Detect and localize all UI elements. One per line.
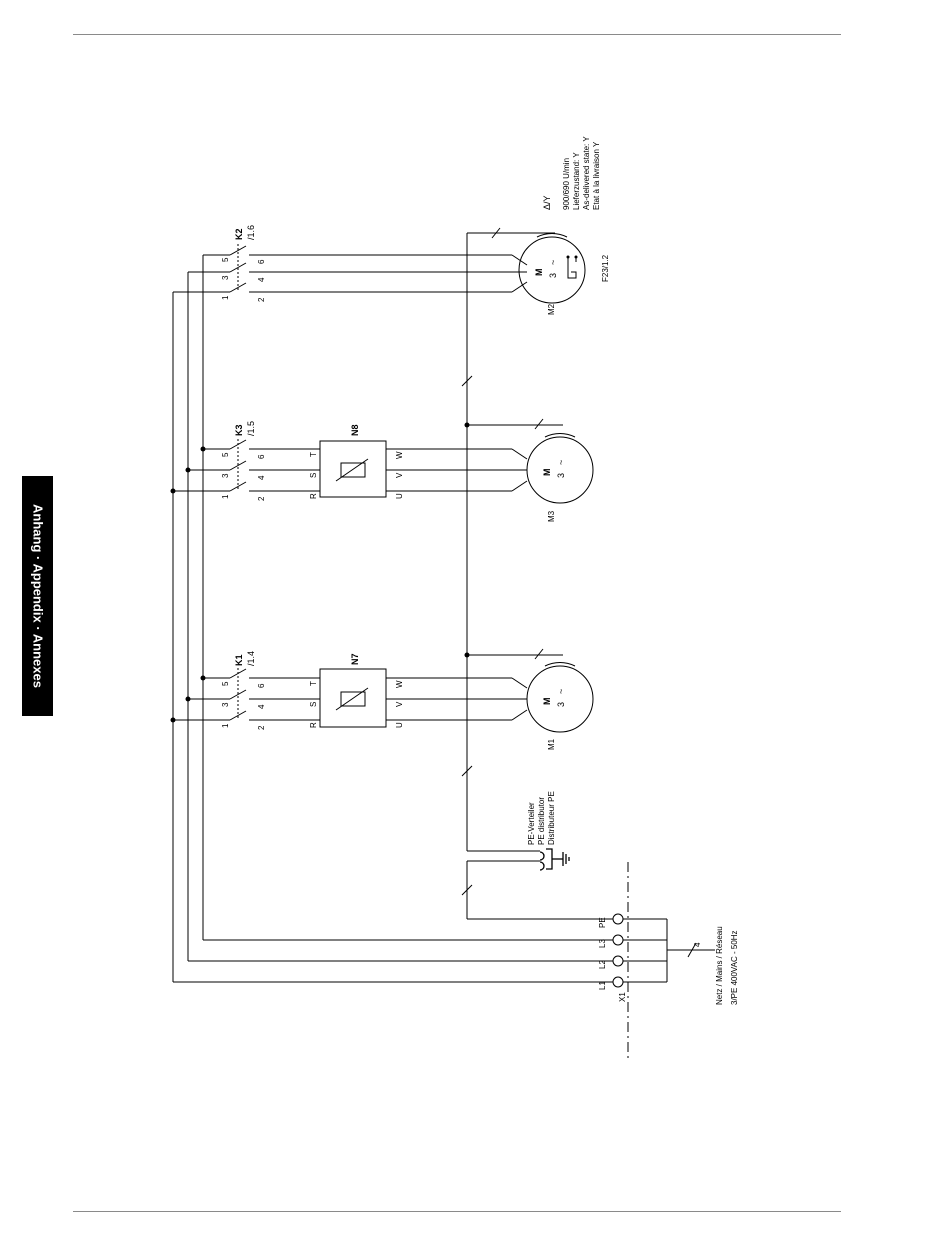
motor-m3-name: M3 <box>547 510 556 522</box>
contactor-k2-ref: /1.6 <box>246 225 256 240</box>
k3-contact-3: 3 <box>221 473 230 478</box>
k3-contact-4: 4 <box>257 475 266 480</box>
motor-m3-symbol: M <box>542 469 552 477</box>
m2-note-line4: As-delivered state: Y <box>582 136 591 210</box>
motor-m1-circle <box>526 665 594 733</box>
mains-label-line2: 3/PE 400VAC - 50Hz <box>730 930 739 1005</box>
n8-terminal-t: T <box>309 452 318 457</box>
n8-terminal-v: V <box>395 472 404 478</box>
m2-note-line3: Lieferzustand: Y <box>572 152 581 210</box>
k2-contact-4: 4 <box>257 277 266 282</box>
terminal-l2 <box>612 955 624 967</box>
controller-n8-box <box>319 440 387 498</box>
controller-n8-name: N8 <box>350 424 360 436</box>
k2-contact-2: 2 <box>257 297 266 302</box>
n7-terminal-u: U <box>395 722 404 728</box>
terminal-pe <box>612 913 624 925</box>
m2-note-line5: Etat à la livraison Y <box>592 141 601 210</box>
pe-distributor-line2: PE distributor <box>537 797 546 845</box>
n7-terminal-s: S <box>309 702 318 707</box>
m2-note-line1: Δ/Y <box>542 195 552 210</box>
bottom-rule <box>73 1211 841 1212</box>
contactor-k3-ref: /1.5 <box>246 421 256 436</box>
wiring <box>170 227 715 1058</box>
top-rule <box>73 34 841 35</box>
k3-contact-6: 6 <box>257 454 266 459</box>
n8-terminal-r: R <box>309 493 318 499</box>
k1-contact-2: 2 <box>257 725 266 730</box>
motor-m2-phases: 3 <box>548 273 558 278</box>
n7-terminal-w: W <box>395 680 404 688</box>
mains-x1-label: X1 <box>618 992 627 1002</box>
pe-distributor-line1: PE-Verteiler <box>527 802 536 845</box>
terminal-l3 <box>612 934 624 946</box>
terminal-label-l1: L1 <box>598 981 607 990</box>
contactor-k2-name: K2 <box>234 228 244 240</box>
motor-m2-symbol: M <box>534 269 544 277</box>
n8-terminal-s: S <box>309 473 318 478</box>
n7-terminal-t: T <box>309 681 318 686</box>
contactor-k3-name: K3 <box>234 424 244 436</box>
k1-contact-5: 5 <box>221 681 230 686</box>
k2-contact-3: 3 <box>221 275 230 280</box>
motor-m3-tilde: ~ <box>556 460 566 465</box>
n7-terminal-v: V <box>395 701 404 707</box>
terminal-label-l2: L2 <box>598 960 607 969</box>
k1-contact-3: 3 <box>221 702 230 707</box>
motor-m3-phases: 3 <box>556 473 566 478</box>
thermal-contact-label: F23/1.2 <box>601 254 610 282</box>
k3-contact-2: 2 <box>257 496 266 501</box>
k1-contact-6: 6 <box>257 683 266 688</box>
n8-terminal-u: U <box>395 493 404 499</box>
controller-n7-name: N7 <box>350 653 360 665</box>
k2-contact-6: 6 <box>257 259 266 264</box>
motor-m1-symbol: M <box>542 698 552 706</box>
contactor-k1-ref: /1.4 <box>246 651 256 666</box>
n7-terminal-r: R <box>309 722 318 728</box>
motor-m2-circle <box>518 236 586 304</box>
section-tab: Anhang · Appendix · Annexes <box>22 476 53 716</box>
motor-m2-tilde: ~ <box>548 260 558 265</box>
motor-m2-name: M2 <box>547 303 556 315</box>
terminal-label-pe: PE <box>598 917 607 928</box>
n8-terminal-w: W <box>395 451 404 459</box>
k3-contact-1: 1 <box>221 494 230 499</box>
k2-contact-5: 5 <box>221 257 230 262</box>
k2-contact-1: 1 <box>221 295 230 300</box>
k1-contact-1: 1 <box>221 723 230 728</box>
controller-n7-box <box>319 668 387 728</box>
motor-m1-name: M1 <box>547 738 556 750</box>
motor-m3-circle <box>526 436 594 504</box>
motor-m1-tilde: ~ <box>556 689 566 694</box>
terminal-label-l3: L3 <box>598 939 607 948</box>
terminal-l1 <box>612 976 624 988</box>
pe-distributor-line3: Distributeur PE <box>547 791 556 845</box>
mains-wire-count: 4 <box>693 942 702 947</box>
k1-contact-4: 4 <box>257 704 266 709</box>
m2-note-line2: 900/690 U/min <box>562 158 571 210</box>
contactor-k1-name: K1 <box>234 654 244 666</box>
mains-label-line1: Netz / Mains / Réseau <box>715 926 724 1005</box>
motor-m1-phases: 3 <box>556 702 566 707</box>
k3-contact-5: 5 <box>221 452 230 457</box>
